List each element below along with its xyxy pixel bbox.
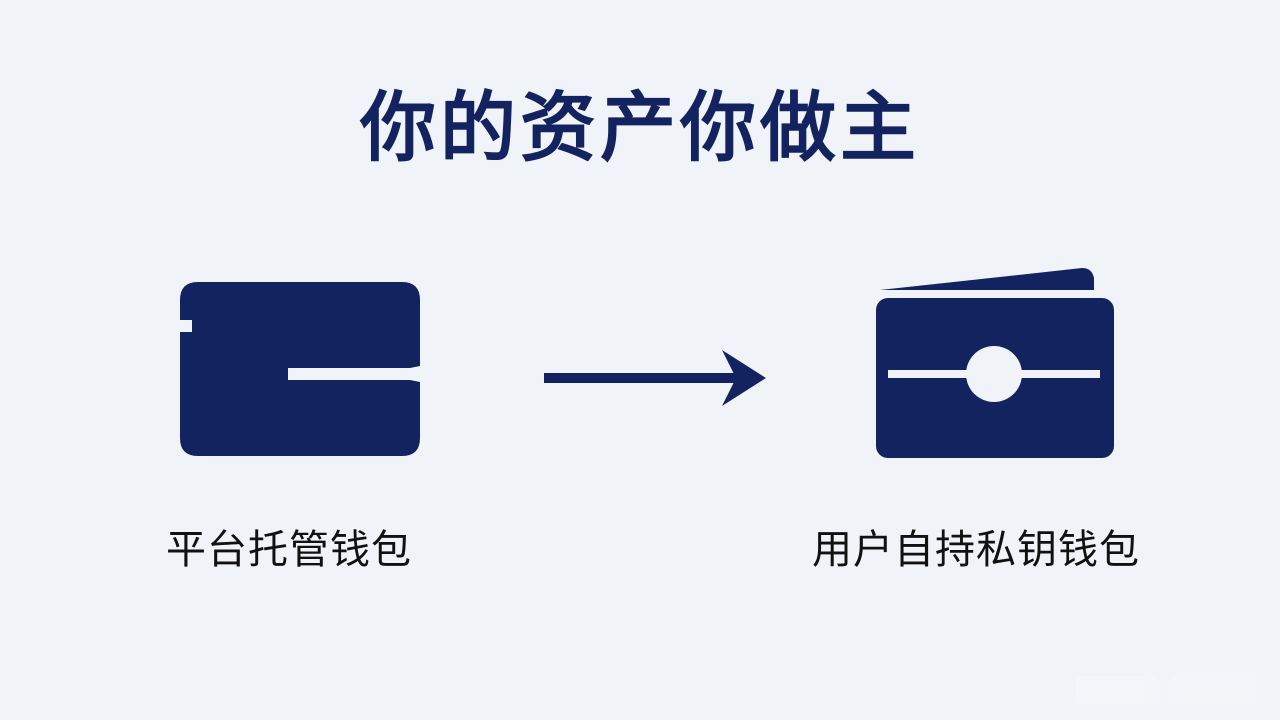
open-wallet-icon (876, 268, 1114, 458)
wallet-icon (180, 282, 420, 456)
watermark-text-block (1172, 676, 1256, 704)
page-title: 你的资产你做主 (360, 83, 920, 172)
left-node-label: 平台托管钱包 (166, 527, 412, 573)
watermark (1036, 668, 1256, 708)
arrow-right-icon (544, 350, 766, 406)
watermark-logo (1076, 676, 1156, 704)
right-node-label: 用户自持私钥钱包 (812, 527, 1140, 573)
